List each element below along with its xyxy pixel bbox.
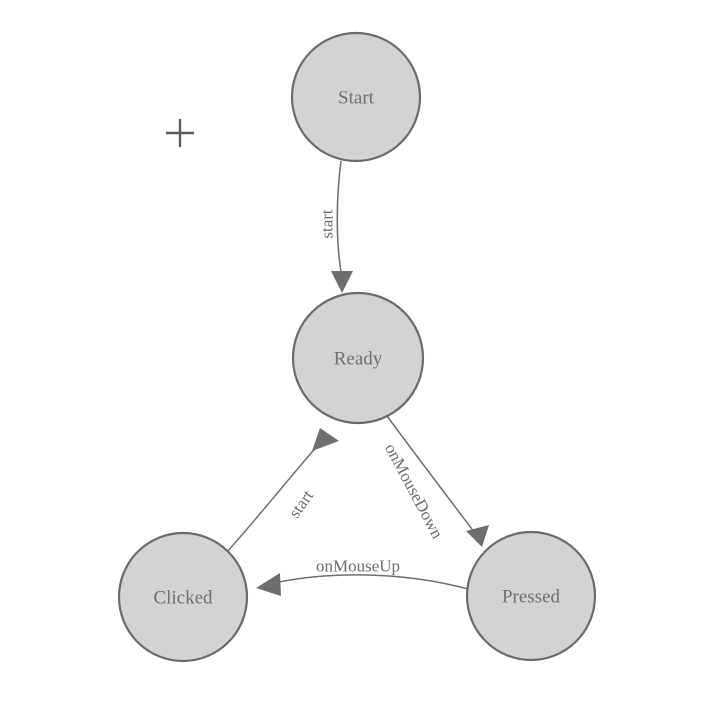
node-clicked-label: Clicked <box>153 588 213 609</box>
edge-ready-to-pressed-path <box>386 415 482 542</box>
node-ready-circle[interactable] <box>291 291 425 425</box>
edge-pressed-to-clicked[interactable]: onMouseUp <box>256 557 469 597</box>
edge-ready-to-pressed-arrowhead <box>466 525 489 547</box>
edge-clicked-to-ready-path <box>225 442 321 554</box>
edge-clicked-to-ready-label: start <box>285 486 318 521</box>
node-pressed-label: Pressed <box>502 587 561 608</box>
edge-start-to-ready[interactable]: start <box>318 160 354 293</box>
edge-start-to-ready-arrowhead <box>331 271 353 293</box>
node-ready-label: Ready <box>334 349 383 370</box>
node-clicked-circle[interactable] <box>117 531 249 663</box>
edge-ready-to-pressed-label: onMouseDown <box>381 440 447 542</box>
node-pressed[interactable]: Pressed <box>465 530 597 662</box>
edge-pressed-to-clicked-label: onMouseUp <box>316 557 400 576</box>
edge-pressed-to-clicked-arrowhead <box>256 573 281 596</box>
edge-start-to-ready-label: start <box>318 209 337 239</box>
node-ready[interactable]: Ready <box>291 291 425 425</box>
edge-clicked-to-ready[interactable]: start <box>225 428 339 554</box>
edge-ready-to-pressed[interactable]: onMouseDown <box>381 415 489 547</box>
node-start-label: Start <box>338 88 375 109</box>
edge-pressed-to-clicked-path <box>278 574 469 590</box>
node-start[interactable]: Start <box>290 31 422 163</box>
node-pressed-circle[interactable] <box>465 530 597 662</box>
edge-start-to-ready-path <box>336 160 342 273</box>
node-start-circle[interactable] <box>290 31 422 163</box>
edge-clicked-to-ready-arrowhead <box>312 428 339 451</box>
plus-marker-icon <box>166 119 194 147</box>
node-clicked[interactable]: Clicked <box>117 531 249 663</box>
